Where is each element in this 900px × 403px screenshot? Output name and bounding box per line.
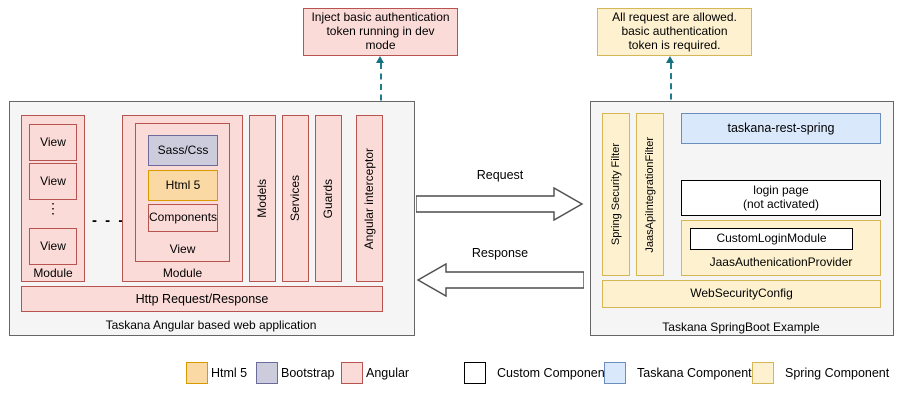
callout-request-policy-line1: All request are allowed. xyxy=(612,10,737,25)
legend-swatch-bootstrap xyxy=(256,362,278,384)
backend-jaas-auth-provider-label: JaasAuthenicationProvider xyxy=(681,255,881,269)
module-b-caption: Module xyxy=(162,266,203,280)
legend-label-taskana-component: Taskana Component xyxy=(637,362,752,384)
callout-request-policy-line2: basic authentication xyxy=(621,24,728,39)
components-label: Components xyxy=(148,210,218,225)
angular-interceptor-label: Angular interceptor xyxy=(361,147,376,250)
vertical-ellipsis-glyph: ⋮ xyxy=(46,200,60,216)
legend-label-bootstrap: Bootstrap xyxy=(281,362,335,384)
login-page-line1: login page xyxy=(753,183,809,198)
request-arrow-label: Request xyxy=(430,168,570,182)
connector-dev-mode-arrowhead xyxy=(376,56,384,63)
legend-label-custom-component: Custom Component xyxy=(497,362,608,384)
callout-dev-mode-line3: mode xyxy=(365,37,396,52)
module-a-caption: Module xyxy=(33,266,73,280)
view-label: View xyxy=(40,238,66,253)
frontend-modules-ellipsis: - - - xyxy=(92,212,125,229)
sass-css-label: Sass/Css xyxy=(157,142,209,157)
backend-login-page: login page (not activated) xyxy=(681,180,881,216)
request-arrow xyxy=(416,186,584,222)
view-label: View xyxy=(40,173,66,188)
taskana-rest-spring-label: taskana-rest-spring xyxy=(727,121,835,136)
frontend-http-bar: Http Request/Response xyxy=(21,286,383,312)
legend-swatch-custom-component xyxy=(464,362,486,384)
legend-bootstrap-text: Bootstrap xyxy=(281,366,335,380)
web-security-config-label: WebSecurityConfig xyxy=(690,286,793,301)
response-label-text: Response xyxy=(471,246,529,260)
jaas-api-integration-filter-label: JaasApiIntegrationFilter xyxy=(643,136,656,253)
jaas-auth-provider-text: JaasAuthenicationProvider xyxy=(709,255,853,269)
legend-custom-component-text: Custom Component xyxy=(497,366,609,380)
html5-label: Html 5 xyxy=(165,177,201,192)
frontend-column-angular-interceptor: Angular interceptor xyxy=(356,115,383,282)
legend-label-angular: Angular xyxy=(366,362,409,384)
http-bar-label: Http Request/Response xyxy=(135,291,269,306)
spring-security-filter-label: Spring Security Filter xyxy=(609,143,622,246)
callout-dev-mode-line2: token running in dev xyxy=(326,24,435,39)
backend-caption: Taskana SpringBoot Example xyxy=(590,320,892,334)
callout-dev-mode-line1: Inject basic authentication xyxy=(311,10,450,25)
connector-dev-mode xyxy=(380,63,382,111)
frontend-module-a-view-1: View xyxy=(29,124,77,161)
modules-ellipsis-glyph: - - - xyxy=(92,212,126,229)
login-page-line2: (not activated) xyxy=(742,197,820,211)
frontend-caption-text: Taskana Angular based web application xyxy=(105,318,317,332)
legend-swatch-html5 xyxy=(186,362,208,384)
backend-caption-text: Taskana SpringBoot Example xyxy=(662,320,820,334)
guards-label: Guards xyxy=(320,178,335,219)
frontend-item-components: Components xyxy=(148,204,218,232)
legend-spring-component-text: Spring Component xyxy=(785,366,890,380)
legend-taskana-component-text: Taskana Component xyxy=(637,366,752,380)
legend-html5-text: Html 5 xyxy=(211,366,248,380)
connector-request-policy-arrowhead xyxy=(666,56,674,63)
callout-request-policy: All request are allowed. basic authentic… xyxy=(597,8,752,56)
backend-web-security-config: WebSecurityConfig xyxy=(602,280,881,308)
frontend-module-a-view-3: View xyxy=(29,228,77,265)
view-label: View xyxy=(40,134,66,149)
legend-swatch-spring-component xyxy=(752,362,774,384)
legend-swatch-angular xyxy=(341,362,363,384)
view-caption: View xyxy=(169,242,196,256)
legend-swatch-taskana-component xyxy=(604,362,626,384)
frontend-column-services: Services xyxy=(282,115,309,282)
backend-taskana-rest-spring: taskana-rest-spring xyxy=(681,113,881,144)
frontend-item-sass-css: Sass/Css xyxy=(148,135,218,166)
legend-label-html5: Html 5 xyxy=(211,362,247,384)
frontend-module-a-ellipsis: ⋮ xyxy=(29,201,77,215)
callout-dev-mode: Inject basic authentication token runnin… xyxy=(303,8,458,56)
backend-filter-jaas-api-integration: JaasApiIntegrationFilter xyxy=(636,113,664,276)
frontend-module-b-view-label: View xyxy=(135,242,230,256)
callout-request-policy-line3: token is required. xyxy=(628,37,721,52)
frontend-column-guards: Guards xyxy=(315,115,342,282)
models-label: Models xyxy=(254,179,269,218)
legend-label-spring-component: Spring Component xyxy=(785,362,889,384)
legend-angular-text: Angular xyxy=(366,366,410,380)
frontend-column-models: Models xyxy=(249,115,276,282)
backend-filter-spring-security: Spring Security Filter xyxy=(602,113,630,276)
frontend-module-a-label: Module xyxy=(21,266,85,280)
services-label: Services xyxy=(287,175,302,222)
frontend-item-html5: Html 5 xyxy=(148,170,218,201)
frontend-caption: Taskana Angular based web application xyxy=(9,318,413,332)
request-label-text: Request xyxy=(476,168,524,182)
response-arrow-label: Response xyxy=(430,246,570,260)
custom-login-module-label: CustomLoginModule xyxy=(716,231,827,246)
frontend-module-b-label: Module xyxy=(122,266,243,280)
response-arrow xyxy=(416,262,584,298)
backend-custom-login-module: CustomLoginModule xyxy=(690,228,853,250)
frontend-module-a-view-2: View xyxy=(29,163,77,200)
